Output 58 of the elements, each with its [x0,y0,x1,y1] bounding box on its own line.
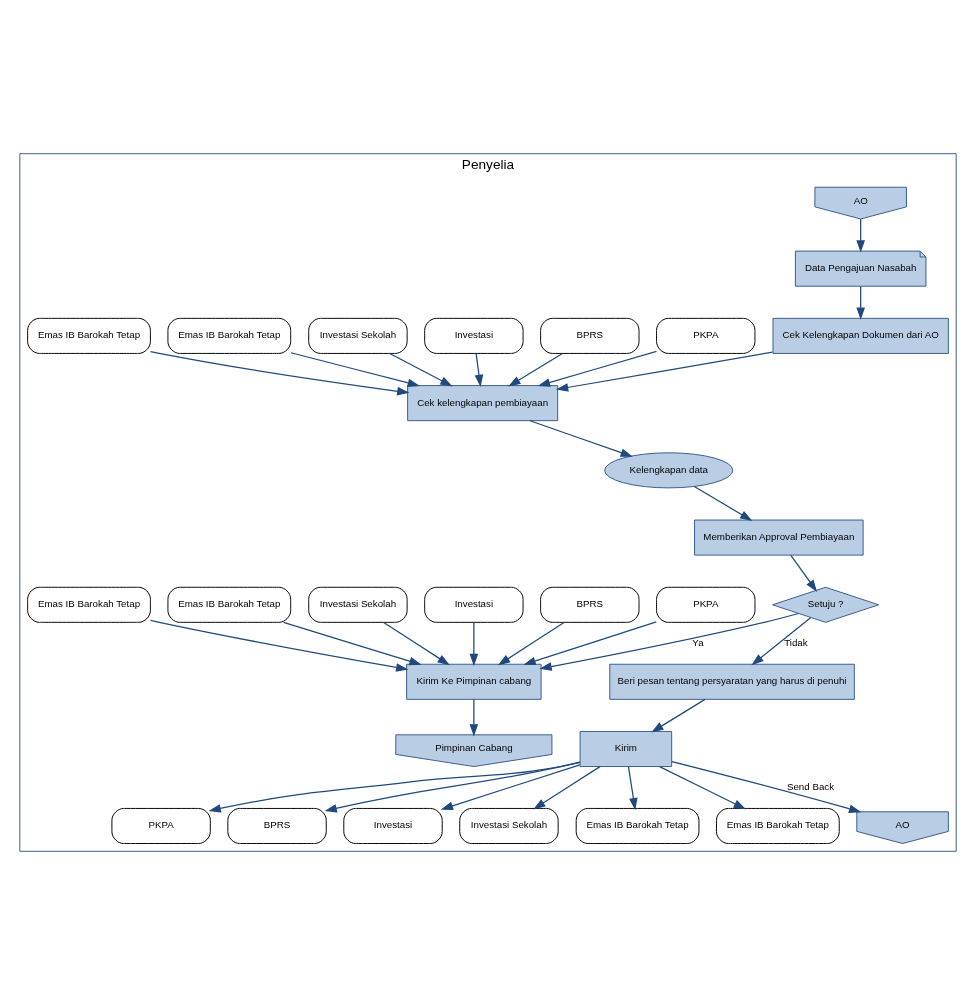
node-box: Investasi [424,586,524,623]
arrow [149,350,410,395]
node-box: Investasi Sekolah [308,317,408,354]
node-box: BPRS [227,807,327,844]
node-box: Memberikan Approval Pembiayaan [694,519,864,556]
node-box: Beri pesan tentang persyaratan yang harus di penuhi [609,663,855,700]
node-box: Emas IB Barokah Tetap [27,586,151,623]
arrow [555,350,774,392]
arrow [790,554,818,592]
node-box: Investasi [343,807,443,844]
node-box: Kirim Ke Pimpinan cabang [406,663,542,700]
arrow [523,620,657,665]
node-box: Emas IB Barokah Tetap [167,317,292,354]
node-box: Cek kelengkapan pembiayaan [407,384,559,421]
arrow [389,352,453,386]
node-box: Emas IB Barokah Tetap [167,586,292,623]
node-box: BPRS [540,586,640,623]
arrow [469,621,479,666]
node-box: PKPA [656,586,756,623]
node-box: Emas IB Barokah Tetap [716,807,840,844]
node-box: Investasi [424,317,524,354]
arrow [469,698,479,736]
arrow [474,352,484,387]
node-box: Emas IB Barokah Tetap [27,317,151,354]
node-diamond: Setuju ? [772,586,880,623]
arrow [440,763,581,810]
arrow [282,621,422,665]
arrow [383,621,450,665]
edge-label: Tidak [784,636,808,648]
arrow [751,616,812,665]
node-ellipse: Kelengkapan data [604,451,734,488]
arrow [533,765,601,809]
edge-label: Send Back [786,780,835,792]
edge-label: Ya [692,636,704,648]
arrow [290,351,420,387]
arrow [651,698,706,732]
arrow [539,612,800,671]
arrow [671,760,862,813]
arrow [627,765,638,810]
arrow [529,419,633,457]
arrow [324,760,581,812]
node-box: Investasi Sekolah [308,586,408,623]
node-box: PKPA [656,317,756,354]
arrow [658,765,746,809]
node-box: Cek Kelengkapan Dokumen dari AO [772,317,949,354]
arrow [208,761,581,813]
arrow [508,352,564,387]
arrow [497,621,565,665]
arrow [537,350,658,387]
node-box: Emas IB Barokah Tetap [575,807,700,844]
arrow [149,619,409,672]
arrow [856,285,865,320]
arrow [856,218,865,253]
node-box: BPRS [540,317,640,354]
node-box: Investasi Sekolah [459,807,559,844]
node-box: PKPA [111,807,211,844]
node-box: Kirim [579,730,673,767]
arrow [693,485,753,521]
